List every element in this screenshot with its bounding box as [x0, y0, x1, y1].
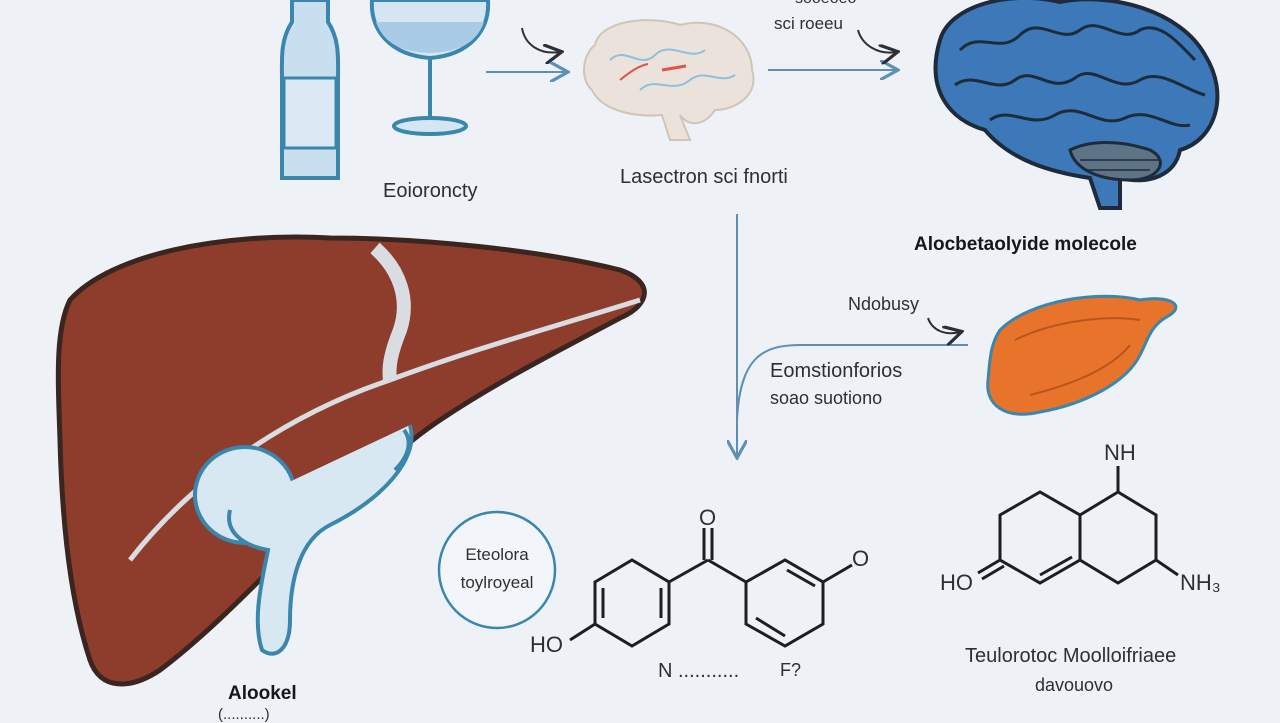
ndobusy-label: Ndobusy: [848, 294, 920, 314]
brain-icon: [933, 0, 1220, 210]
organ-icon: [986, 294, 1178, 416]
molecule2-nh3: NH₃: [1180, 570, 1221, 595]
molecule1-o-top: O: [699, 505, 717, 530]
molecule1-o-right: O: [852, 546, 870, 571]
molecule1-sub: F?: [780, 660, 802, 680]
wine-glass-icon: [369, 0, 491, 136]
enzyme-circle: [437, 510, 557, 630]
brain-note-label: sci roeeu: [774, 14, 843, 33]
liver-sub: (..........): [218, 706, 270, 723]
molecule2-ho: HO: [940, 570, 973, 595]
small-brain-icon: [583, 19, 755, 141]
small-brain-caption: Lasectron sci fnorti: [620, 166, 788, 188]
molecule2-nh-top: NH: [1104, 440, 1136, 465]
big-brain-caption: Alocbetaolyide molecole: [914, 234, 1137, 255]
liver-caption: Alookel: [228, 683, 297, 704]
liver-icon: [55, 234, 647, 687]
bottle-icon: [279, 0, 341, 180]
circle-line1: Eteolora: [465, 545, 529, 564]
circle-line2: toylroyeal: [460, 573, 534, 592]
process-line2: soao suotiono: [770, 388, 883, 408]
molecule1-ho: HO: [530, 632, 563, 657]
top-cut-label: sooeoeo: [795, 0, 856, 8]
molecule2-caption-line2: davouovo: [1035, 675, 1114, 695]
process-line1: Eomstionforios: [770, 360, 903, 382]
bottle-caption: Eoioroncty: [383, 180, 478, 202]
molecule2-icon: [977, 466, 1179, 585]
molecule-icon: [569, 528, 853, 648]
molecule1-caption: N ...........: [658, 660, 740, 682]
molecule2-caption-line1: Teulorotoc Moolloifriaee: [965, 645, 1177, 667]
flow-arrows: [486, 27, 968, 456]
